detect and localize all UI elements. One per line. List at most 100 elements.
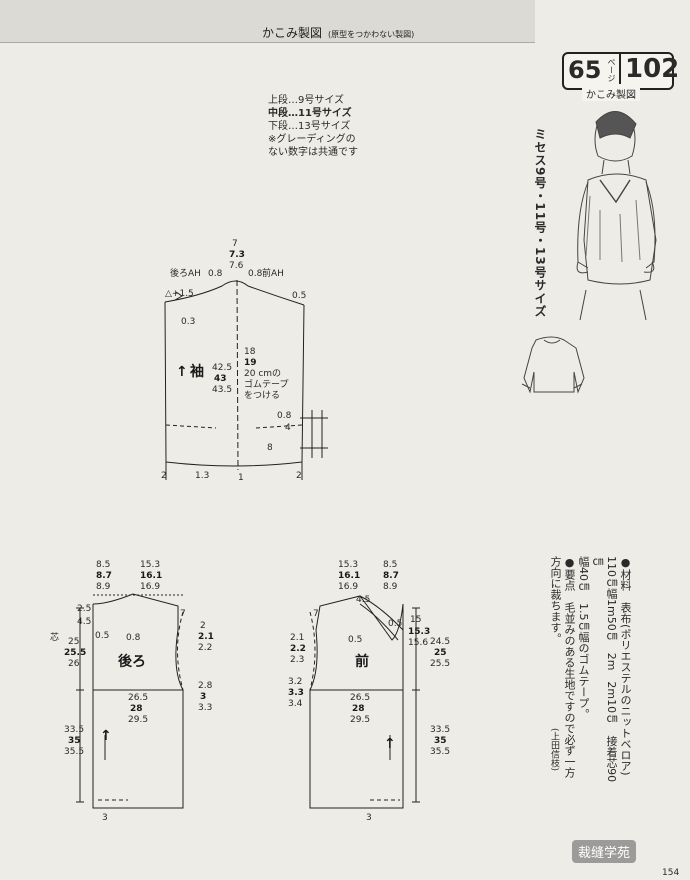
front-hem: 3 [366,813,372,823]
front-armhole-side-3: 2.3 [290,655,304,665]
legend-line-1: 上段…9号サイズ [268,95,345,106]
sleeve-right-ease: 0.5 [292,291,306,301]
back-width-1: 26.5 [128,693,148,703]
page-ref-label: かこみ製図 [582,86,640,101]
sleeve-front-ah: 前AH [262,267,284,279]
back-armhole-side-1: 2 [200,621,206,631]
sleeve-cuff-gap: 0.8 [277,411,292,421]
front-width-3: 29.5 [350,715,370,725]
sleeve-name: 袖 [190,363,204,380]
back-width-2: 28 [130,704,143,714]
sweater-flat-sketch [521,336,585,394]
materials-line-2: 110㎝幅1m50㎝ 2m 2m10㎝ 接着芯90㎝ [591,556,618,783]
sleeve-cap-top-2: 7.3 [229,250,245,260]
front-side-depth-3: 25.5 [430,659,450,669]
front-shoulder-drop: 7 [313,609,319,619]
front-length-2: 35 [434,736,447,746]
front-length-1: 33.5 [430,725,450,735]
back-neck-a: 0.5 [95,631,109,641]
sleeve-pattern [164,279,328,480]
front-neck-c: 0.5 [388,619,402,629]
sleeve-elastic-3: 20 cmの [244,369,281,379]
back-armhole-low-1: 2.8 [198,681,213,691]
front-width-2: 28 [352,704,365,714]
watermark: 裁缝学苑 [572,840,637,863]
front-name: 前 [355,653,369,670]
header-title: かこみ製図(原型をつかわない製図) [262,26,415,40]
back-grainline-arrow: ↑ [100,728,112,744]
sleeve-grainline-arrow: ↑ [176,364,188,380]
sleeve-cap-side-2: 0.8 [248,269,263,279]
front-length-3: 35.5 [430,747,450,757]
sleeve-hem-left: 2 [161,471,167,481]
front-shoulder-w2-2: 8.7 [383,571,399,581]
front-grainline-arrow: ↑ [384,736,396,752]
sleeve-triangle-ease: △+1.5 [165,289,194,299]
sleeve-length-2: 43 [214,374,227,384]
sleeve-cap-top-3: 7.6 [229,261,244,271]
front-armhole-side-1: 2.1 [290,633,304,643]
back-core-label: 芯 [50,631,59,643]
front-shoulder-w2-1: 8.5 [383,560,397,570]
legend-line-3: 下段…13号サイズ [268,121,351,132]
front-shoulder-w1-2: 16.1 [338,571,360,581]
front-armhole-low-2: 3.3 [288,688,304,698]
legend-line-5: ない数字は共通です [268,147,358,158]
sleeve-elastic-1: 18 [244,347,256,357]
back-shoulder-w1-1: 8.5 [96,560,110,570]
page-reference-box: 65 ページ 102 [562,52,679,90]
page-ref-unit: ページ [607,58,616,82]
back-length-1: 33.5 [64,725,84,735]
back-armhole-low-3: 3.3 [198,703,212,713]
back-armhole-side-3: 2.2 [198,643,212,653]
legend-line-2: 中段…11号サイズ [268,108,352,119]
sleeve-hem-right: 2 [296,471,302,481]
front-shoulder-w1-3: 16.9 [338,582,358,592]
front-shoulder-w1-1: 15.3 [338,560,358,570]
size-title: ミセス9号・11号・13号サイズ [533,128,547,318]
front-side-depth-2: 25 [434,648,447,658]
back-name: 後ろ [118,653,146,670]
sleeve-elastic-4: ゴムテープ [244,378,288,390]
back-arm-depth-1: 25 [68,637,79,647]
front-neck-a: 4.5 [356,595,370,605]
size-legend: 上段…9号サイズ 中段…11号サイズ 下段…13号サイズ ※グレーディングの な… [268,94,358,159]
front-neck-b: 0.5 [348,635,362,645]
header-bar: かこみ製図(原型をつかわない製図) [0,0,535,43]
back-length-2: 35 [68,736,81,746]
back-shoulder-w1-3: 8.9 [96,582,111,592]
materials-line-3: 幅40㎝ 1.5㎝幅のゴムテープ。 [577,556,590,720]
back-shoulder-w2-1: 15.3 [140,560,160,570]
back-shoulder-w2-2: 16.1 [140,571,162,581]
front-width-1: 26.5 [350,693,370,703]
sleeve-cap-left: 0.3 [181,317,195,327]
materials-line-5: 方向に裁ちます。 [549,556,562,644]
sleeve-cuff-h: 8 [267,443,273,453]
back-neck-inner: 4.5 [77,617,91,627]
back-arm-depth-3: 26 [68,659,80,669]
materials-text: ●材料 表布(ポリエステルのニットベロア) 110㎝幅1m50㎝ 2m 2m10… [548,556,632,786]
front-side-depth-1: 24.5 [430,637,450,647]
front-armhole-side-2: 2.2 [290,644,306,654]
front-pattern [309,595,420,809]
back-shoulder-drop: 7 [180,609,186,619]
front-armhole-low-3: 3.4 [288,699,303,709]
materials-line-1: ●材料 表布(ポリエステルのニットベロア) [619,556,632,776]
back-armhole-low-2: 3 [200,692,206,702]
sleeve-length-1: 42.5 [212,363,232,373]
sleeve-elastic-2: 19 [244,358,257,368]
front-armhole-low-1: 3.2 [288,677,302,687]
legend-line-4: ※グレーディングの [268,134,356,145]
header-subtitle: (原型をつかわない製図) [328,30,415,39]
front-neck-depth-2: 15.3 [408,627,430,637]
back-width-3: 29.5 [128,715,148,725]
sleeve-back-ah: 後ろAH [170,267,201,279]
back-armhole-side-2: 2.1 [198,632,214,642]
page-ref-number: 65 [568,56,602,84]
sleeve-elastic-5: をつける [244,390,280,401]
back-length-3: 35.5 [64,747,84,757]
front-neck-depth: 15 [410,615,421,625]
sleeve-length-3: 43.5 [212,385,232,395]
back-hem: 3 [102,813,108,823]
